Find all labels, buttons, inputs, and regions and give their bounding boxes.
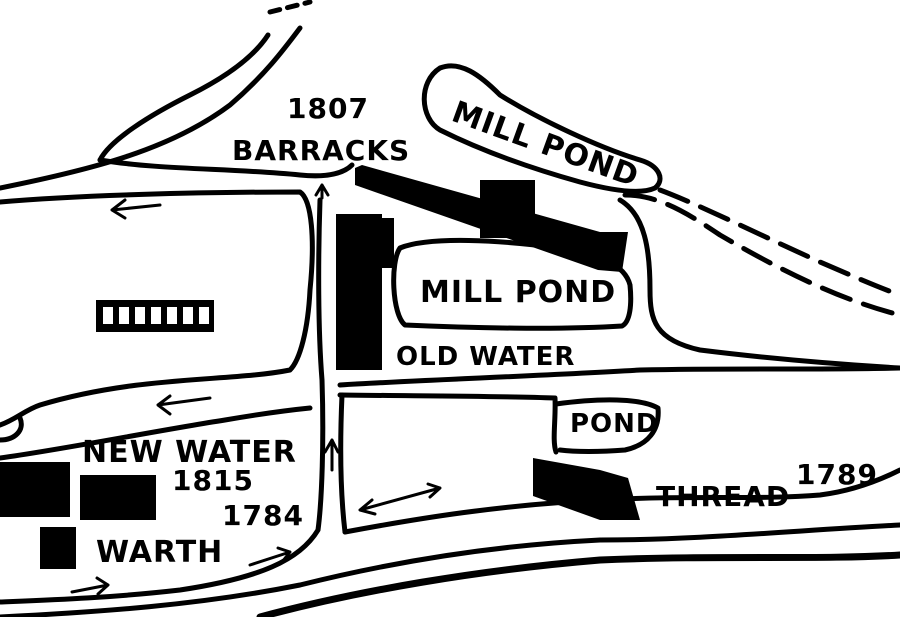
new-water-year-label: 1815 — [172, 464, 254, 497]
new-water-label: NEW WATER — [82, 435, 297, 470]
lower-road-top — [342, 467, 900, 535]
warth-label: WARTH — [96, 535, 223, 570]
arrow-up-barracks — [314, 183, 330, 200]
left-field-edge — [0, 415, 24, 443]
small-pond — [553, 397, 661, 454]
mill-channel-dash2 — [657, 187, 900, 298]
old-water-label: OLD WATER — [396, 342, 575, 372]
old-water-line — [337, 365, 900, 388]
left-field-boundary — [0, 189, 315, 428]
warth-building-2 — [80, 475, 156, 520]
mill-building-block — [480, 180, 535, 238]
warth-building-3 — [40, 527, 76, 569]
warth-building-1 — [0, 462, 70, 517]
arrow-right-low — [248, 546, 292, 567]
hatched-building — [96, 300, 214, 332]
arrow-left-mid — [156, 394, 212, 416]
barracks-label: BARRACKS — [232, 134, 410, 167]
barracks-year-label: 1807 — [287, 92, 369, 125]
arrow-double — [358, 482, 442, 516]
river-bank — [256, 551, 900, 617]
upper-road-outer — [0, 25, 303, 191]
thread-mill-building — [533, 458, 640, 520]
mill-pond-lower — [391, 237, 634, 331]
thread-year-label: 1789 — [796, 458, 878, 491]
upper-road-inner — [97, 32, 271, 163]
mill-channel-inner — [622, 192, 900, 318]
barracks-building-top — [368, 218, 394, 268]
lower-road-bottom — [0, 522, 900, 617]
warth-year-label: 1784 — [222, 499, 304, 532]
mill-pond-lower-label: MILL POND — [420, 275, 616, 310]
mill-channel — [617, 197, 900, 371]
arrow-right-bottom — [70, 576, 110, 596]
dashed-track — [267, 0, 313, 15]
thread-label: THREAD — [656, 480, 790, 513]
old-water-lower — [337, 392, 559, 455]
arrow-left-top — [110, 198, 162, 220]
pond-label: POND — [570, 409, 659, 439]
lane-inner — [338, 392, 348, 535]
central-lane — [0, 197, 326, 605]
arrow-up-lane — [323, 438, 340, 472]
upper-road-link — [97, 157, 355, 179]
mill-pond-upper — [421, 63, 663, 194]
new-water-boundary — [0, 405, 313, 461]
